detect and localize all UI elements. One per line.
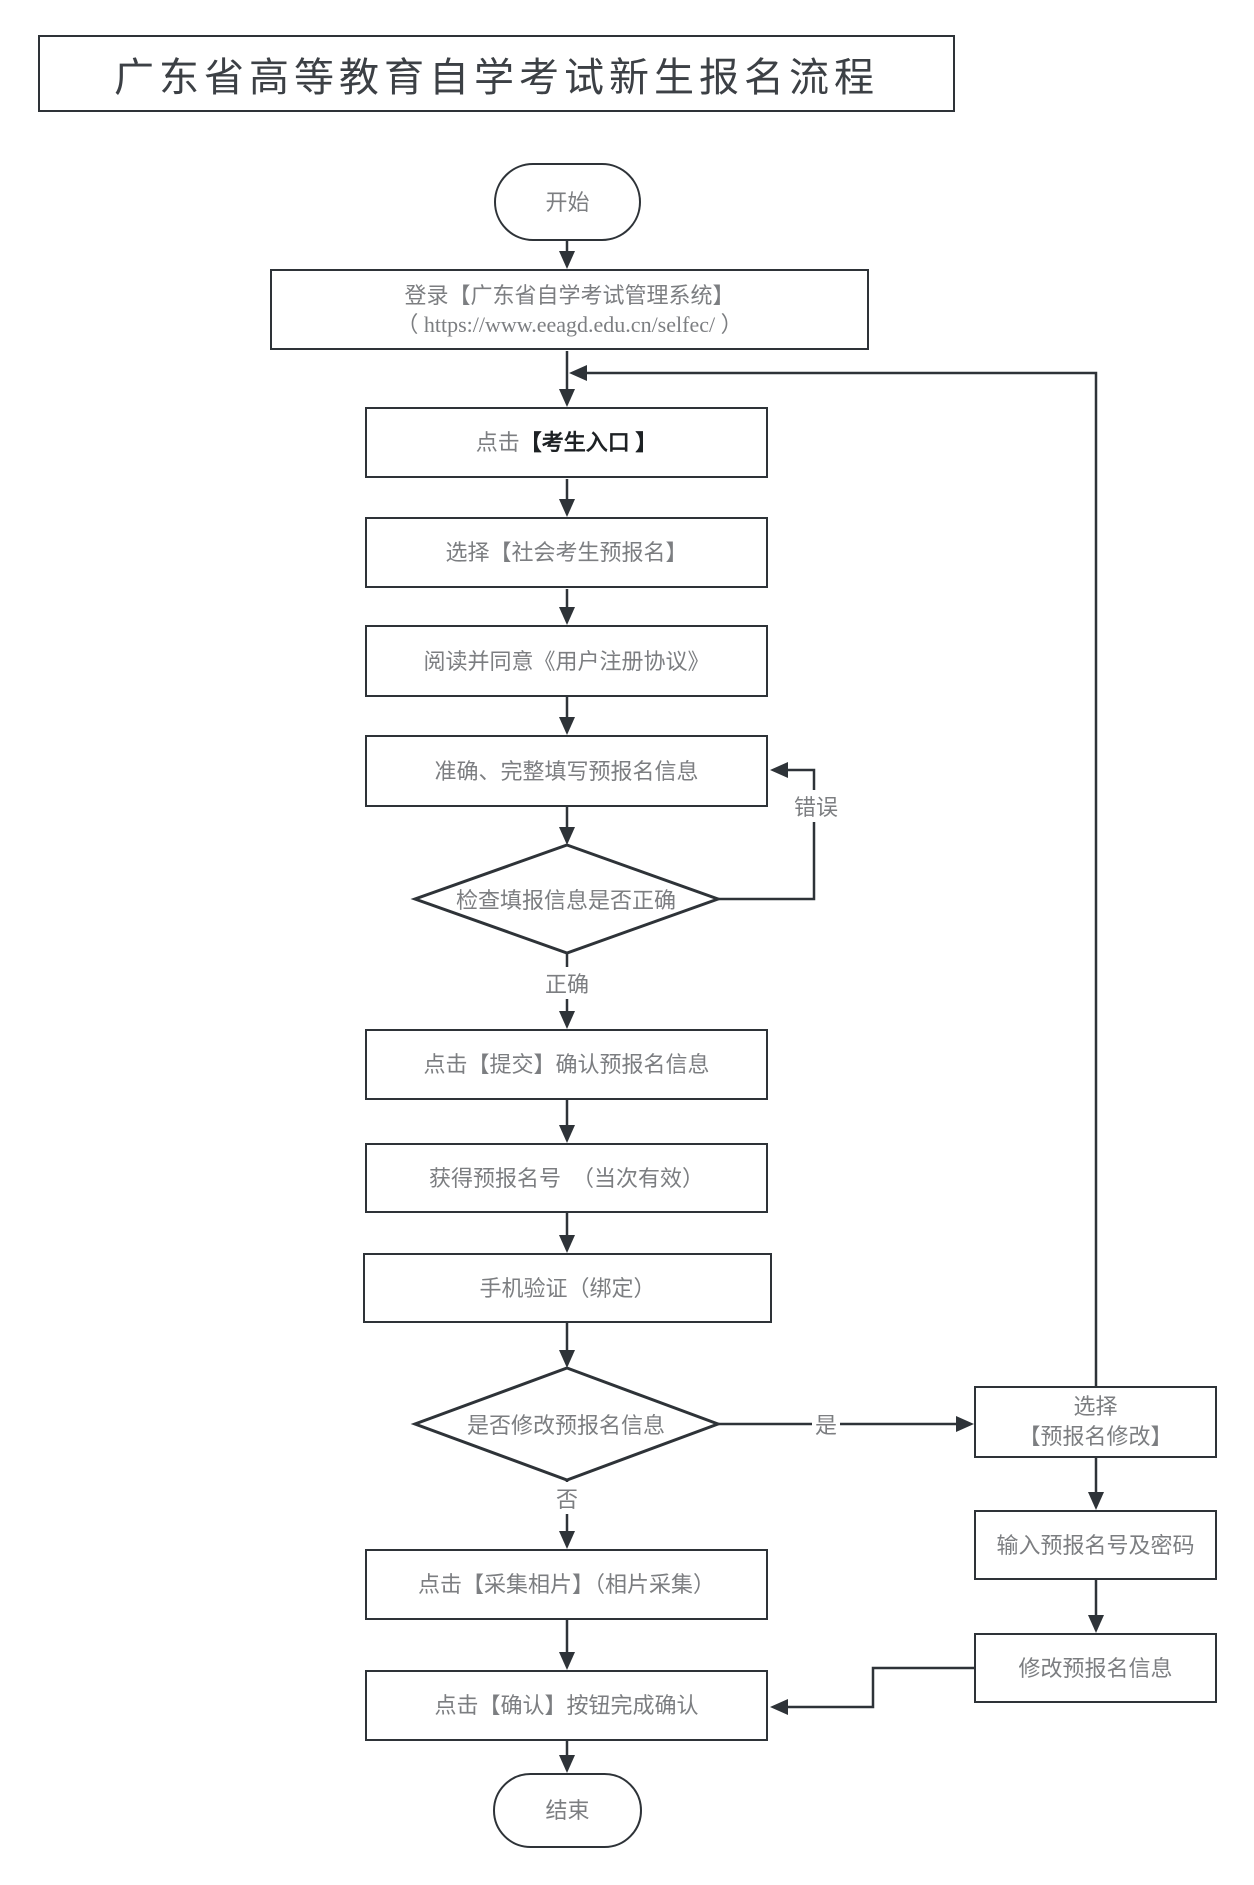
page-title: 广东省高等教育自学考试新生报名流程 <box>38 35 955 112</box>
arrowhead <box>559 499 575 517</box>
arrowhead <box>559 1235 575 1253</box>
node-photo-capture: 点击【采集相片】（相片采集） <box>365 1549 768 1620</box>
arrowhead <box>1088 1615 1104 1633</box>
edge-modify-feedback-top <box>586 371 1098 1386</box>
node-login-url: （ https://www.eeagd.edu.cn/selfec/ ） <box>396 311 743 337</box>
node-get-number: 获得预报名号 （当次有效） <box>365 1143 768 1213</box>
edge-label-correct: 正确 <box>541 967 593 999</box>
edge-label-no: 否 <box>552 1482 582 1514</box>
node-confirm: 点击【确认】按钮完成确认 <box>365 1670 768 1741</box>
decision-modify-question-shape <box>410 1366 723 1482</box>
node-choose-modify-line2: 【预报名修改】 <box>1018 1424 1173 1449</box>
node-modify-info: 修改预报名信息 <box>974 1633 1217 1703</box>
decision-modify-question-label: 是否修改预报名信息 <box>466 1413 666 1438</box>
arrowhead <box>559 1652 575 1670</box>
node-login-line1: 登录【广东省自学考试管理系统】 <box>404 282 735 308</box>
node-start: 开始 <box>494 163 641 241</box>
arrowhead <box>770 762 788 778</box>
arrowhead <box>559 1011 575 1029</box>
arrowhead <box>559 1755 575 1773</box>
arrowhead <box>559 827 575 845</box>
arrowhead <box>1088 1492 1104 1510</box>
node-choose-social: 选择【社会考生预报名】 <box>365 517 768 588</box>
edge-label-yes: 是 <box>811 1408 841 1440</box>
node-candidate-entry: 点击【考生入口 】 <box>365 407 768 478</box>
node-choose-modify: 选择 【预报名修改】 <box>974 1386 1217 1458</box>
arrowhead <box>559 1125 575 1143</box>
node-phone-verify: 手机验证（绑定） <box>363 1253 772 1323</box>
arrowhead <box>559 717 575 735</box>
node-entry-bold: 【考生入口 】 <box>519 430 658 455</box>
node-end: 结束 <box>493 1773 642 1848</box>
decision-check-info-shape <box>410 843 723 955</box>
edge-label-error: 错误 <box>790 790 842 822</box>
arrowhead <box>559 1531 575 1549</box>
arrowhead <box>956 1416 974 1432</box>
node-submit: 点击【提交】确认预报名信息 <box>365 1029 768 1100</box>
node-choose-modify-line1: 选择 <box>1073 1394 1118 1419</box>
decision-check-info-label: 检查填报信息是否正确 <box>455 888 677 913</box>
arrowhead <box>559 389 575 407</box>
arrowhead <box>770 1699 788 1715</box>
node-agreement: 阅读并同意《用户注册协议》 <box>365 625 768 697</box>
edge-modifyinfo-confirm <box>788 1666 974 1709</box>
arrowhead <box>559 1350 575 1368</box>
arrowhead <box>559 607 575 625</box>
node-entry-prefix: 点击 <box>475 430 520 455</box>
node-input-number: 输入预报名号及密码 <box>974 1510 1217 1580</box>
arrowhead <box>559 251 575 269</box>
edge-error-loop <box>718 768 816 901</box>
arrowhead <box>569 365 587 381</box>
node-login-system: 登录【广东省自学考试管理系统】 （ https://www.eeagd.edu.… <box>270 269 869 350</box>
node-fill-info: 准确、完整填写预报名信息 <box>365 735 768 807</box>
